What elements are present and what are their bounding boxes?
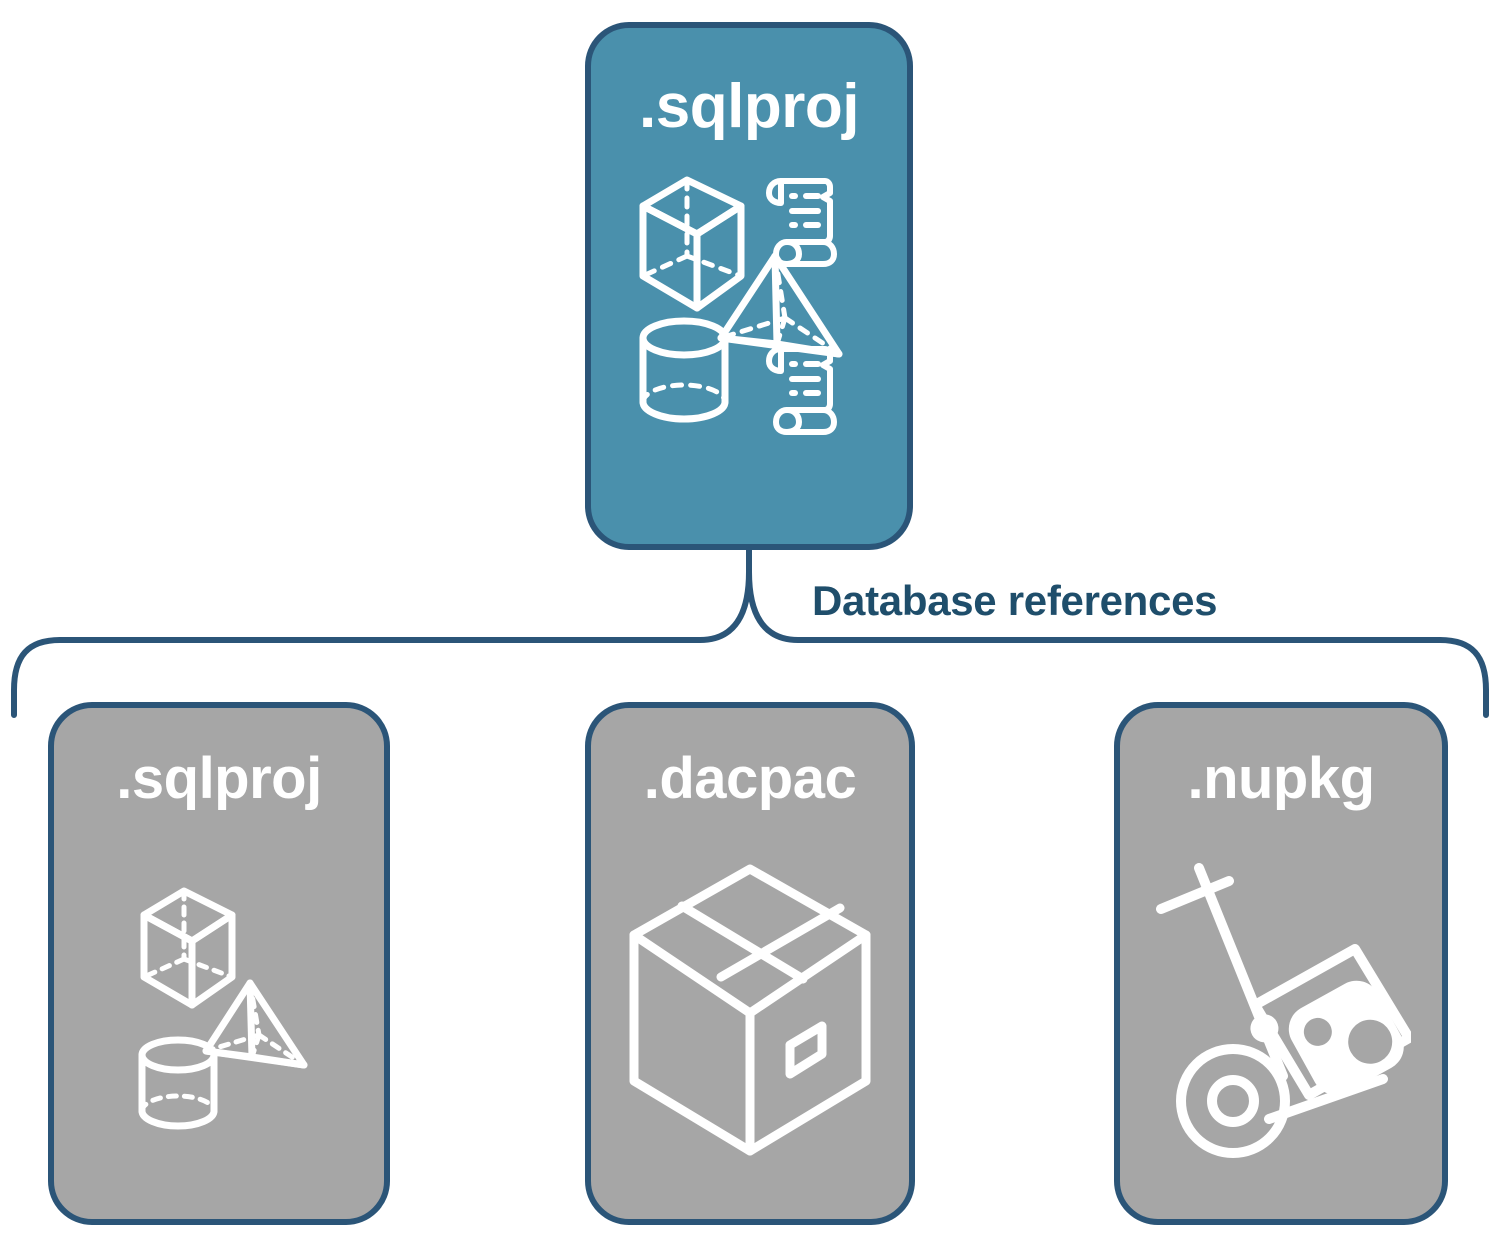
database-references-label: Database references (812, 577, 1218, 624)
cube-wireframe-icon (140, 887, 236, 1009)
reference-card-label: .sqlproj (116, 746, 322, 811)
cylinder-wireframe-icon (639, 317, 729, 423)
cube-wireframe-icon (639, 176, 745, 312)
reference-card-dacpac[interactable]: .dacpac (585, 702, 915, 1225)
cylinder-wireframe-icon (138, 1036, 218, 1130)
reference-card-artwork (591, 848, 909, 1178)
reference-card-label: .dacpac (643, 746, 857, 811)
reference-card-label: .nupkg (1187, 746, 1375, 811)
nuget-package-icon (1250, 944, 1411, 1100)
reference-card-sqlproj[interactable]: .sqlproj (48, 702, 390, 1225)
pyramid-wireframe-icon (202, 979, 308, 1069)
source-card-label: .sqlproj (639, 72, 859, 141)
reference-card-artwork (1120, 848, 1442, 1178)
source-card-sqlproj[interactable]: .sqlproj (585, 22, 913, 550)
reference-card-nupkg[interactable]: .nupkg (1114, 702, 1448, 1225)
scroll-script-icon (766, 346, 837, 435)
source-card-artwork (591, 168, 907, 438)
reference-card-artwork (54, 848, 384, 1178)
shipping-box-icon (629, 864, 871, 1156)
scroll-script-icon (766, 178, 837, 267)
